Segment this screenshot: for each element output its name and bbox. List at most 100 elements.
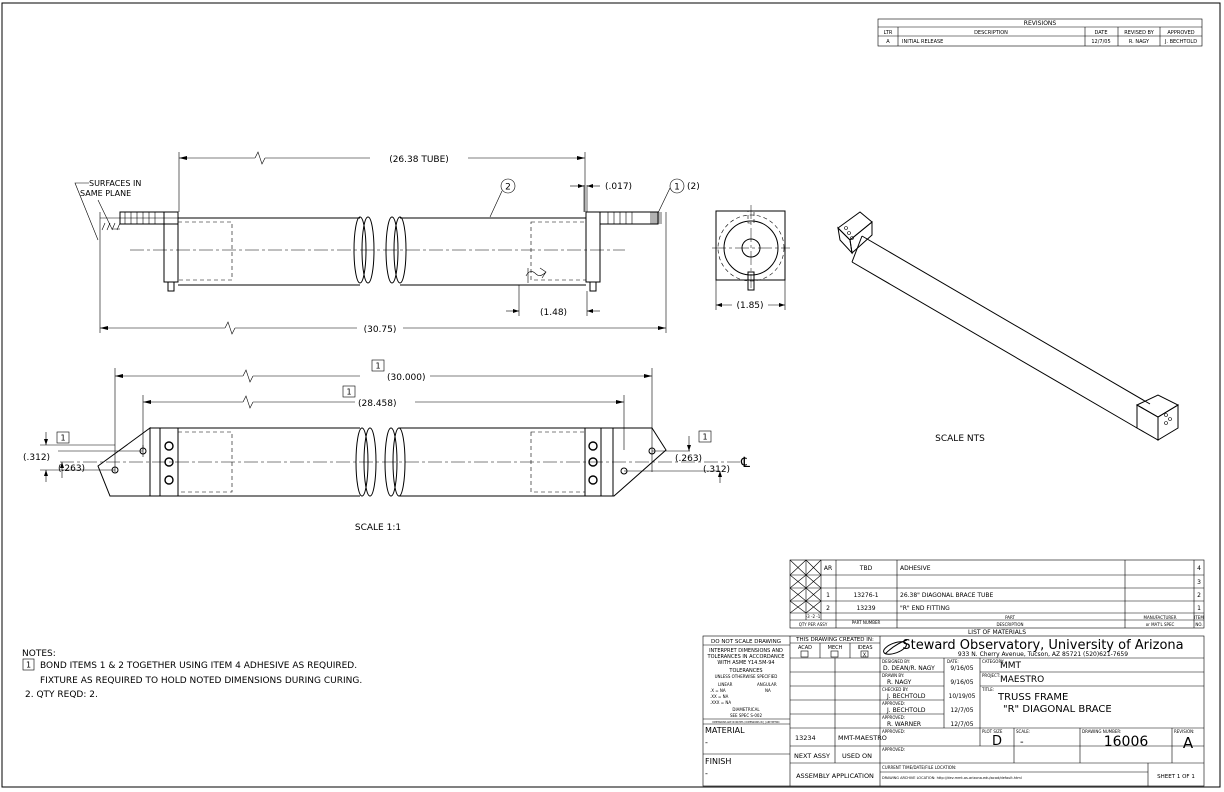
tb-org-address: 933 N. Cherry Avenue, Tucson, AZ 85721 (… [958, 651, 1128, 658]
tb-designed-label: DESIGNED BY: [882, 659, 910, 664]
tb-revision: A [1183, 734, 1194, 752]
tb-interpret-2: TOLERANCES IN ACCORDANCE [707, 654, 785, 660]
flag-1-b: 1 [346, 388, 351, 397]
bom-hdr-qty: QTY PER ASSY [799, 622, 828, 627]
bom-row-1-item: 1 [1197, 605, 1201, 612]
tb-tol-angular: ANGULAR [757, 682, 777, 687]
revisions-title: REVISIONS [1024, 20, 1057, 27]
tb-sheet: SHEET 1 OF 1 [1157, 774, 1195, 780]
note-1-line-2: FIXTURE AS REQUIRED TO HOLD NOTED DIMENS… [40, 676, 362, 686]
tb-material-value: - [705, 738, 708, 747]
dim-tube-length: (26.38 TUBE) [389, 155, 449, 165]
dim-263-right: (.263) [675, 454, 702, 464]
tb-tol-ang: NA [765, 688, 771, 693]
tb-scale-label: SCALE: [1016, 729, 1030, 734]
tb-diametrical: DIAMETRICAL [732, 707, 760, 712]
rev-revised-by: R. NAGY [1129, 39, 1150, 45]
balloon-item-1 [669, 178, 685, 194]
tb-title-line-1: TRUSS FRAME [997, 692, 1068, 703]
tb-used-on: USED ON [842, 752, 872, 760]
bom-row-1-qty: 2 [826, 605, 830, 612]
rev-hdr-approved: APPROVED [1167, 30, 1194, 36]
rev-approved-by: J. BECHTOLD [1164, 39, 1197, 45]
rev-hdr-desc: DESCRIPTION [974, 30, 1008, 36]
tb-cad-ideas: IDEAS [857, 645, 872, 651]
bom-row-2-qty: 1 [826, 592, 830, 599]
dim-overall-length: (30.75) [364, 325, 397, 335]
tb-next-assy: NEXT ASSY [794, 752, 830, 760]
notes: NOTES: 1 BOND ITEMS 1 & 2 TOGETHER USING… [22, 649, 362, 700]
side-scale-label: SCALE 1:1 [355, 523, 401, 533]
bom-row-2-desc: 26.38" DIAGONAL BRACE TUBE [900, 592, 994, 599]
tb-category-label: CATEGORY: [982, 659, 1004, 664]
bom-hdr-desc-1: PART [1005, 615, 1015, 620]
tb-created-in: THIS DRAWING CREATED IN: [795, 637, 874, 643]
tb-plot-size-label: PLOT SIZE [982, 729, 1003, 734]
bom-title: LIST OF MATERIALS [968, 629, 1026, 636]
rev-hdr-date: DATE [1094, 30, 1107, 36]
dim-312-left: (.312) [23, 453, 50, 463]
dim-28: (28.458) [358, 399, 397, 409]
flag-1-d: 1 [702, 433, 707, 442]
tb-finish-value: - [705, 769, 708, 778]
balloon-item-2 [500, 178, 516, 194]
tb-drawn-label: DRAWN BY: [882, 673, 904, 678]
dim-263-left: (.263) [58, 464, 85, 474]
tb-date-label: DATE: [947, 659, 959, 664]
tb-project-label: PROJECT: [982, 673, 1000, 678]
note-surfaces-1: SURFACES IN [89, 179, 141, 188]
balloon-item-1-label: 1 [674, 183, 680, 193]
tb-project: MAESTRO [1000, 675, 1044, 685]
iso-scale-label: SCALE NTS [935, 434, 985, 444]
revisions-table: REVISIONS LTR DESCRIPTION DATE REVISED B… [877, 18, 1203, 47]
tb-revision-label: REVISION: [1174, 729, 1194, 734]
dim-30: (30.000) [387, 373, 426, 383]
tb-cad-mech: MECH [828, 645, 843, 651]
tb-see-spec: SEE SPEC S-002 [730, 713, 762, 718]
tb-approved-label-2: APPROVED: [882, 715, 905, 720]
bom-hdr-mfr-2: or MAT'L SPEC [1146, 622, 1175, 627]
bill-of-materials: AR TBD ADHESIVE 4 3 1 13276-1 26.38" DIA… [789, 559, 1204, 636]
dim-fitting-length: (1.48) [540, 308, 567, 318]
balloon-item-1-qty: (2) [687, 182, 700, 192]
tb-interpret-3: WITH ASME Y14.5M-94 [717, 660, 774, 666]
dim-end-width: (1.85) [736, 301, 763, 311]
tb-cad-mech-box [830, 650, 839, 658]
tb-assembly-app: ASSEMBLY APPLICATION [796, 772, 874, 780]
bom-row-2-part: 13276-1 [853, 592, 878, 599]
rev-hdr-ltr: LTR [884, 30, 893, 36]
dim-gap: (.017) [605, 182, 632, 192]
rev-date: 12/7/05 [1091, 39, 1110, 45]
iso-view: SCALE NTS [837, 211, 1180, 444]
tb-finish-label: FINISH [705, 757, 731, 766]
bom-hdr-item-1: ITEM [1194, 615, 1204, 620]
tb-approved-label-3: APPROVED: [882, 729, 905, 734]
rev-desc: INITIAL RELEASE [902, 39, 943, 45]
tb-current-location: CURRENT TIME/DATE/FILE LOCATION: [882, 765, 956, 770]
bom-row-1-desc: "R" END FITTING [900, 605, 950, 612]
dim-312-right: (.312) [703, 465, 730, 475]
tb-drawn-date: 9/16/05 [950, 679, 973, 686]
tb-tol-xx: .XX = NA [710, 694, 729, 699]
tb-material-label: MATERIAL [705, 726, 745, 735]
tb-category: MMT [1000, 661, 1022, 671]
bom-hdr-item-2: NO. [1195, 622, 1202, 627]
bom-row-1-part: 13239 [856, 605, 875, 612]
tb-cad-acad: ACAD [798, 645, 812, 651]
side-view: 1 (30.000) 1 (28.458) [23, 359, 750, 533]
tb-cad-ideas-box [860, 650, 869, 658]
tb-archive-location: DRAWING ARCHIVE LOCATION: http://dev.mmt… [882, 776, 1022, 780]
bom-row-2-item: 2 [1197, 592, 1201, 599]
bom-row-4-part: TBD [859, 565, 873, 572]
tb-checked-label: CHECKED BY: [882, 687, 908, 692]
tb-approved-by-2: R. WARNER [887, 721, 921, 728]
tb-tol-linear: LINEAR [718, 682, 733, 687]
tb-approved-date-2: 12/7/05 [950, 721, 973, 728]
tb-next-assy-value: 13234 [795, 734, 816, 742]
notes-title: NOTES: [22, 649, 56, 659]
tb-cad-ideas-mark: X [863, 653, 867, 659]
tb-designed-date: 9/16/05 [950, 665, 973, 672]
bom-row-4-desc: ADHESIVE [900, 565, 931, 572]
